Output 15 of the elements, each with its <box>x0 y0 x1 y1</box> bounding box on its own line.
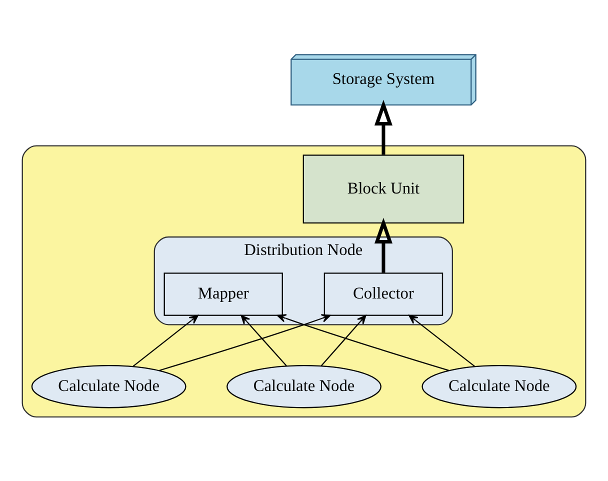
arrow <box>276 314 450 372</box>
arrow <box>320 314 366 366</box>
node-ellipse: Calculate Node <box>226 364 382 408</box>
arrow <box>158 314 331 372</box>
arrow <box>408 314 475 367</box>
node-box: Mapper <box>164 272 283 316</box>
node-box: Block Unit <box>302 154 464 224</box>
cluster <box>22 145 586 418</box>
node-ellipse: Calculate Node <box>31 364 186 408</box>
node-box: Collector <box>324 272 444 316</box>
arrow <box>374 218 392 273</box>
arrow <box>374 100 392 155</box>
arrow <box>240 314 287 366</box>
node-ellipse: Calculate Node <box>422 364 577 408</box>
arrow <box>132 314 198 367</box>
